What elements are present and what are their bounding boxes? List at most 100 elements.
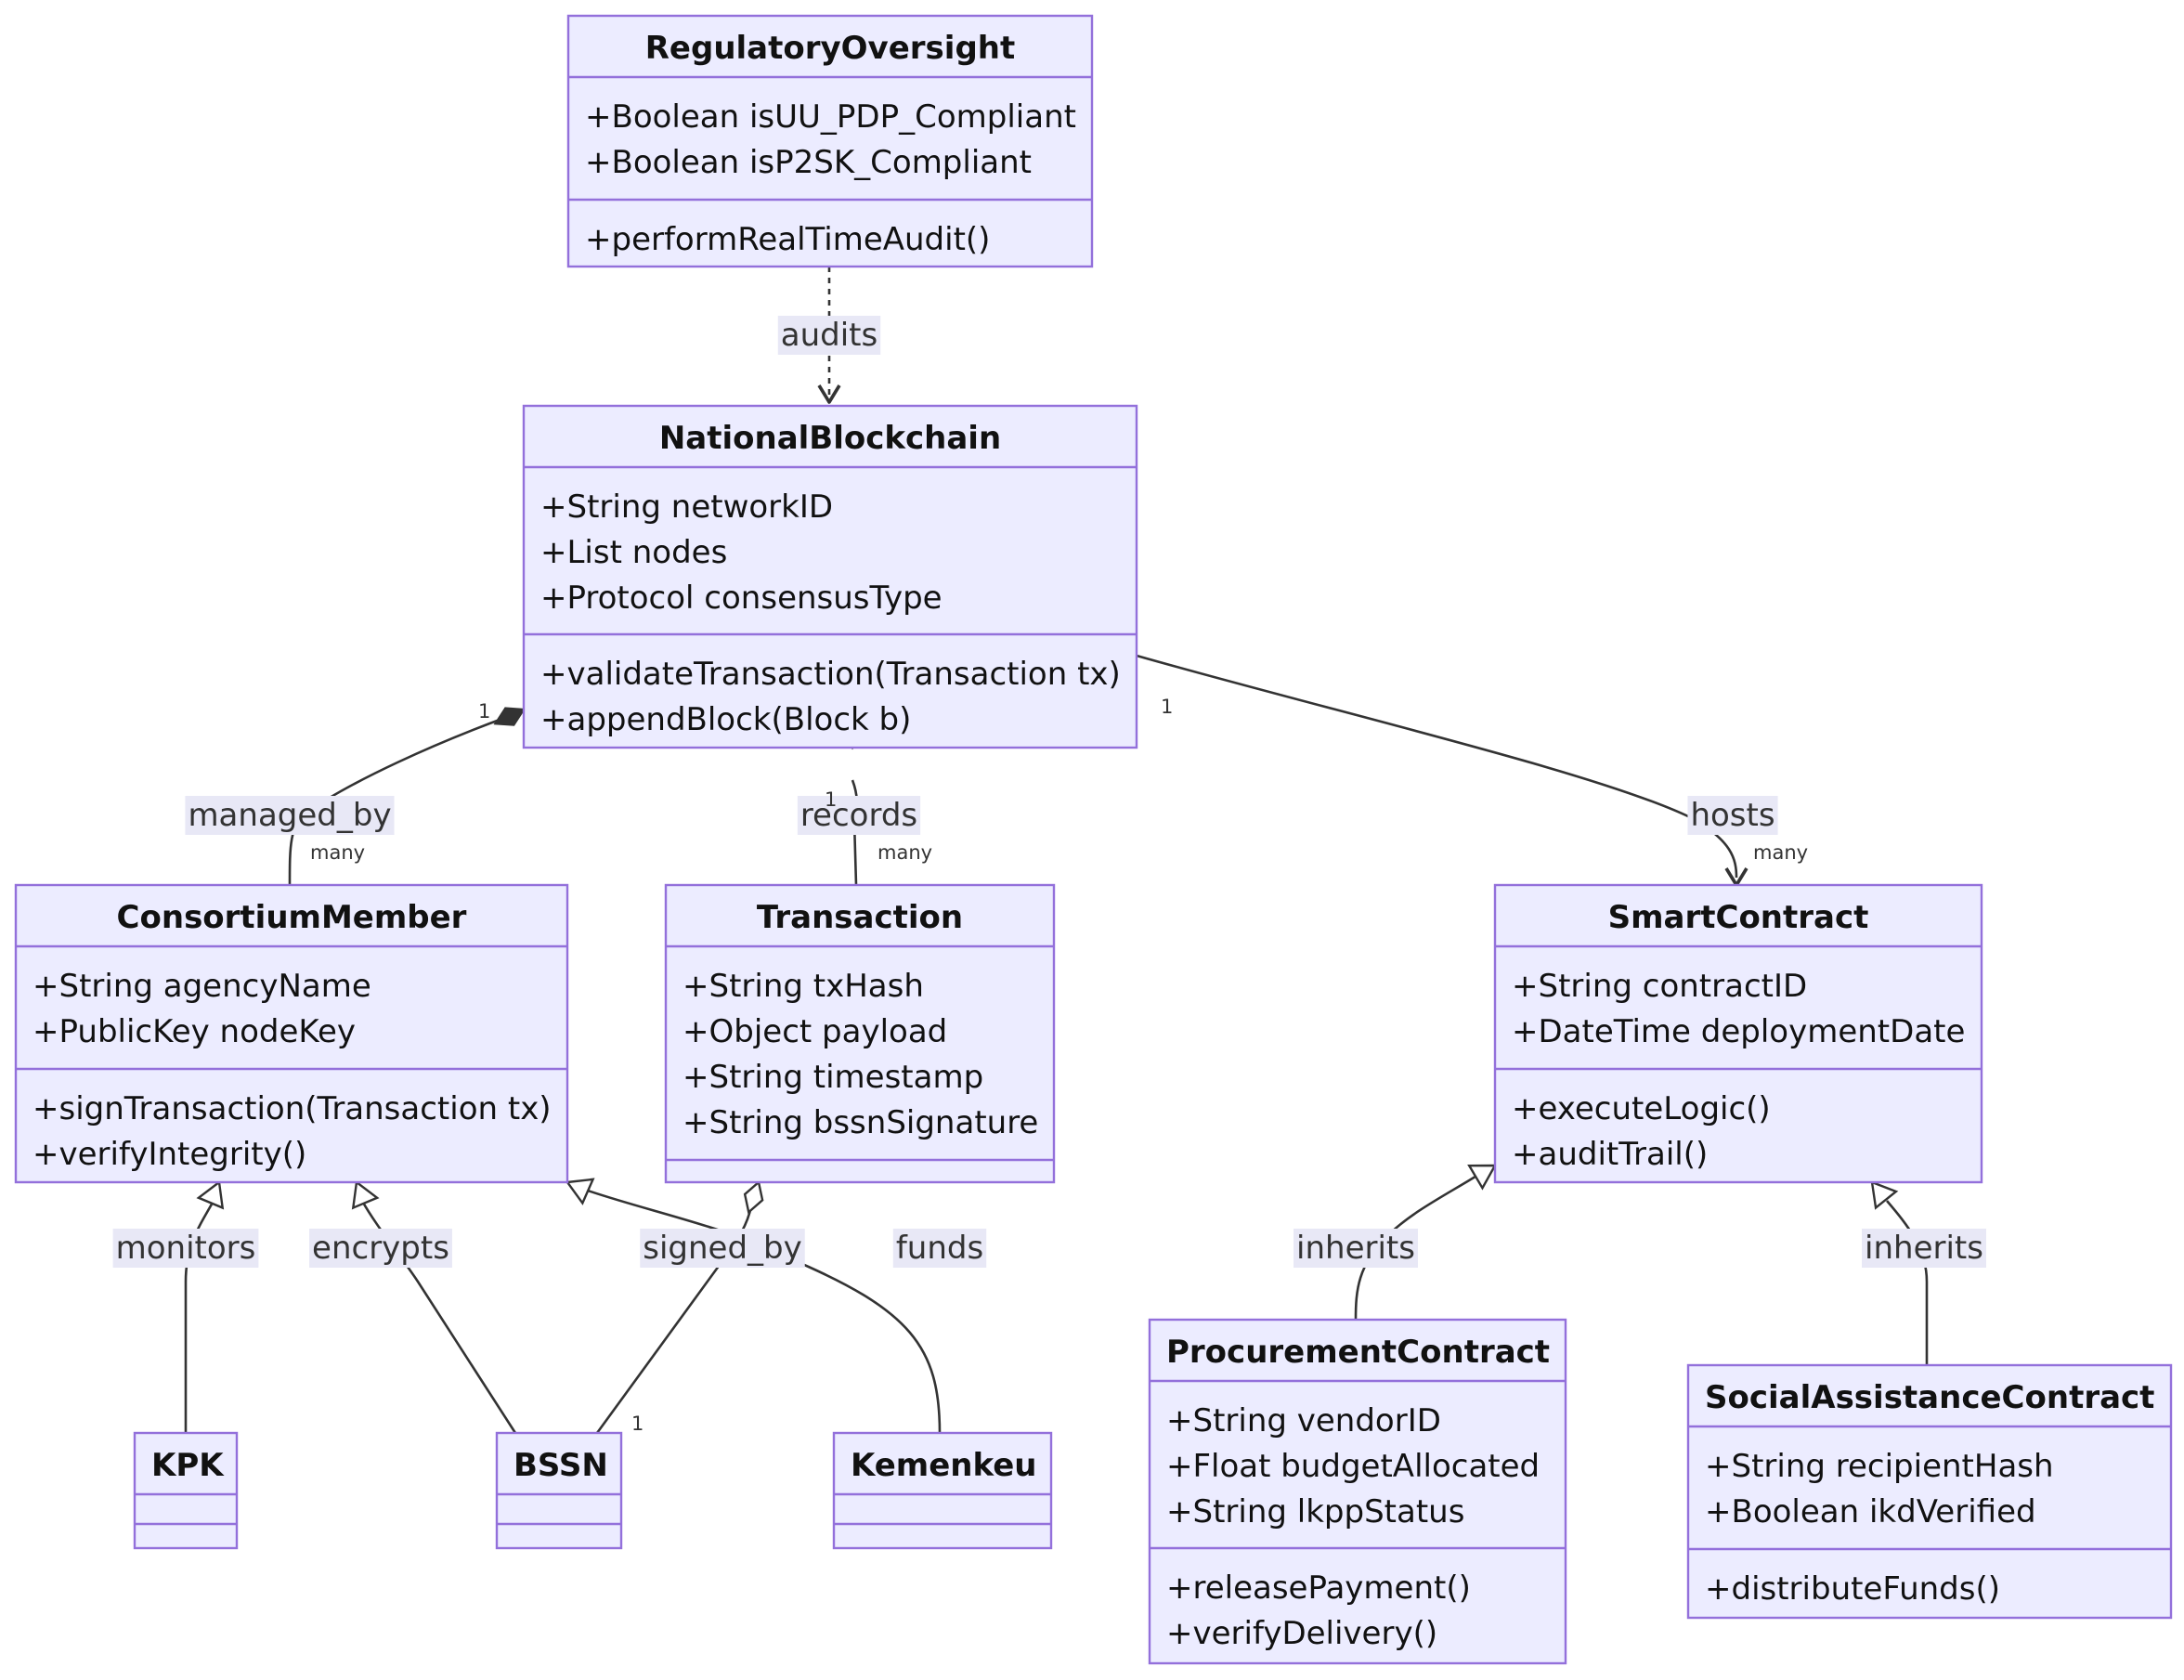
cardinality-label: 1: [478, 700, 490, 723]
cardinality-label: many: [878, 841, 932, 864]
class-attribute: +Object payload: [682, 1013, 947, 1050]
audits-arrowhead: [817, 384, 841, 404]
relation-label-managed-by: managed_by: [185, 796, 395, 835]
cardinality-label: many: [1753, 841, 1808, 864]
relation-label-text: funds: [896, 1230, 983, 1267]
edge-hosts: [1136, 654, 1738, 879]
label-background: [640, 1229, 805, 1268]
label-background: [112, 1229, 259, 1268]
class-attribute: +PublicKey nodeKey: [32, 1013, 356, 1050]
label-background: [1687, 796, 1778, 835]
relation-label-text: hosts: [1690, 797, 1774, 834]
class-name: NationalBlockchain: [659, 420, 1001, 457]
class-name: BSSN: [514, 1447, 608, 1484]
relation-label-inherits-social: inherits: [1862, 1229, 1986, 1268]
class-bssn: BSSN: [495, 1431, 623, 1550]
class-box: [133, 1431, 239, 1550]
relation-label-records: records: [797, 796, 921, 835]
class-method: +auditTrail(): [1512, 1136, 1708, 1173]
label-background: [309, 1229, 452, 1268]
relation-label-inherits-procurement: inherits: [1294, 1229, 1418, 1268]
relation-label-text: inherits: [1296, 1230, 1415, 1267]
class-name: Kemenkeu: [851, 1447, 1036, 1484]
class-box: [832, 1431, 1053, 1550]
class-transaction: Transaction +String txHash +Object payload…: [664, 883, 1056, 1184]
class-method: +verifyIntegrity(): [32, 1136, 306, 1173]
cardinality-label: 1: [1161, 696, 1173, 718]
class-attribute: +Boolean ikdVerified: [1705, 1493, 2036, 1530]
cardinality-label: 1: [631, 1413, 644, 1435]
class-social: SocialAssistanceContract +String recipien…: [1686, 1363, 2173, 1620]
encrypts-inheritance-triangle: [351, 1179, 380, 1210]
class-attribute: +Boolean isP2SK_Compliant: [585, 144, 1032, 181]
class-box: [522, 404, 1138, 749]
relation-label-encrypts: encrypts: [309, 1229, 452, 1268]
class-method: +signTransaction(Transaction tx): [32, 1090, 552, 1127]
class-name: SmartContract: [1608, 899, 1869, 936]
relation-label-audits: audits: [777, 316, 881, 355]
managed-by-composition-diamond: [493, 707, 526, 726]
class-attribute: +String lkppStatus: [1166, 1493, 1464, 1530]
relation-label-text: audits: [781, 317, 878, 354]
class-box: [1686, 1363, 2173, 1620]
cardinality-label: many: [310, 841, 365, 864]
relation-label-text: signed_by: [643, 1230, 802, 1267]
class-box: [14, 883, 569, 1184]
class-regulatory: RegulatoryOversight +Boolean isUU_PDP_Com…: [566, 14, 1094, 268]
relation-label-text: encrypts: [312, 1230, 449, 1267]
class-box: [495, 1431, 623, 1550]
class-method: +performRealTimeAudit(): [585, 221, 990, 258]
classes-layer: RegulatoryOversight +Boolean isUU_PDP_Com…: [14, 14, 2173, 1665]
edge-inherits-social: [1886, 1200, 1929, 1365]
signed-by-aggregation-diamond: [743, 1179, 764, 1215]
label-background: [797, 796, 921, 835]
class-name: SocialAssistanceContract: [1705, 1379, 2154, 1416]
class-box: [1493, 883, 1983, 1184]
class-name: KPK: [151, 1447, 225, 1484]
class-attribute: +String txHash: [682, 968, 924, 1005]
class-attribute: +String contractID: [1512, 968, 1807, 1005]
inherits-social-triangle: [1870, 1180, 1899, 1210]
class-attribute: +DateTime deploymentDate: [1512, 1013, 1965, 1050]
relation-label-text: inherits: [1865, 1230, 1983, 1267]
relation-label-hosts: hosts: [1687, 796, 1778, 835]
relation-label-signed-by: signed_by: [640, 1229, 805, 1268]
class-box: [566, 14, 1094, 268]
class-method: +executeLogic(): [1512, 1090, 1771, 1127]
class-kpk: KPK: [133, 1431, 239, 1550]
class-attribute: +String timestamp: [682, 1059, 983, 1096]
class-name: RegulatoryOversight: [645, 30, 1016, 67]
class-attribute: +Protocol consensusType: [540, 580, 942, 617]
relation-label-monitors: monitors: [112, 1229, 259, 1268]
class-attribute: +String recipientHash: [1705, 1448, 2054, 1485]
label-background: [777, 316, 881, 355]
label-background: [185, 796, 395, 835]
funds-inheritance-triangle: [565, 1178, 595, 1205]
class-method: +appendBlock(Block b): [540, 701, 911, 738]
class-attribute: +String bssnSignature: [682, 1104, 1038, 1141]
class-attribute: +String vendorID: [1166, 1402, 1441, 1439]
class-attribute: +String networkID: [540, 488, 833, 526]
class-attribute: +List nodes: [540, 534, 727, 571]
class-name: Transaction: [757, 899, 963, 936]
class-name: ProcurementContract: [1166, 1334, 1550, 1371]
class-method: +validateTransaction(Transaction tx): [540, 656, 1121, 693]
class-blockchain: NationalBlockchain +String networkID +List…: [522, 404, 1138, 749]
label-background: [1862, 1229, 1986, 1268]
class-kemenkeu: Kemenkeu: [832, 1431, 1053, 1550]
class-attribute: +String agencyName: [32, 968, 371, 1005]
relation-label-text: records: [800, 797, 917, 834]
class-consortium: ConsortiumMember+String agencyName+Publi…: [14, 883, 569, 1184]
cardinality-label: 1: [825, 788, 837, 811]
relation-label-funds: funds: [892, 1229, 987, 1268]
class-attribute: +Boolean isUU_PDP_Compliant: [585, 98, 1076, 136]
class-method: +releasePayment(): [1166, 1569, 1471, 1607]
class-box: [664, 883, 1056, 1184]
relation-label-text: managed_by: [188, 797, 391, 834]
edge-funds: [584, 1188, 942, 1434]
relation-labels-layer: audits managed_by records hosts monitors encr…: [112, 316, 1986, 1435]
inherits-procurement-triangle: [1467, 1164, 1498, 1191]
class-method: +distributeFunds(): [1705, 1570, 2000, 1608]
class-procurement: ProcurementContract+String vendorID+Floa…: [1148, 1318, 1567, 1665]
